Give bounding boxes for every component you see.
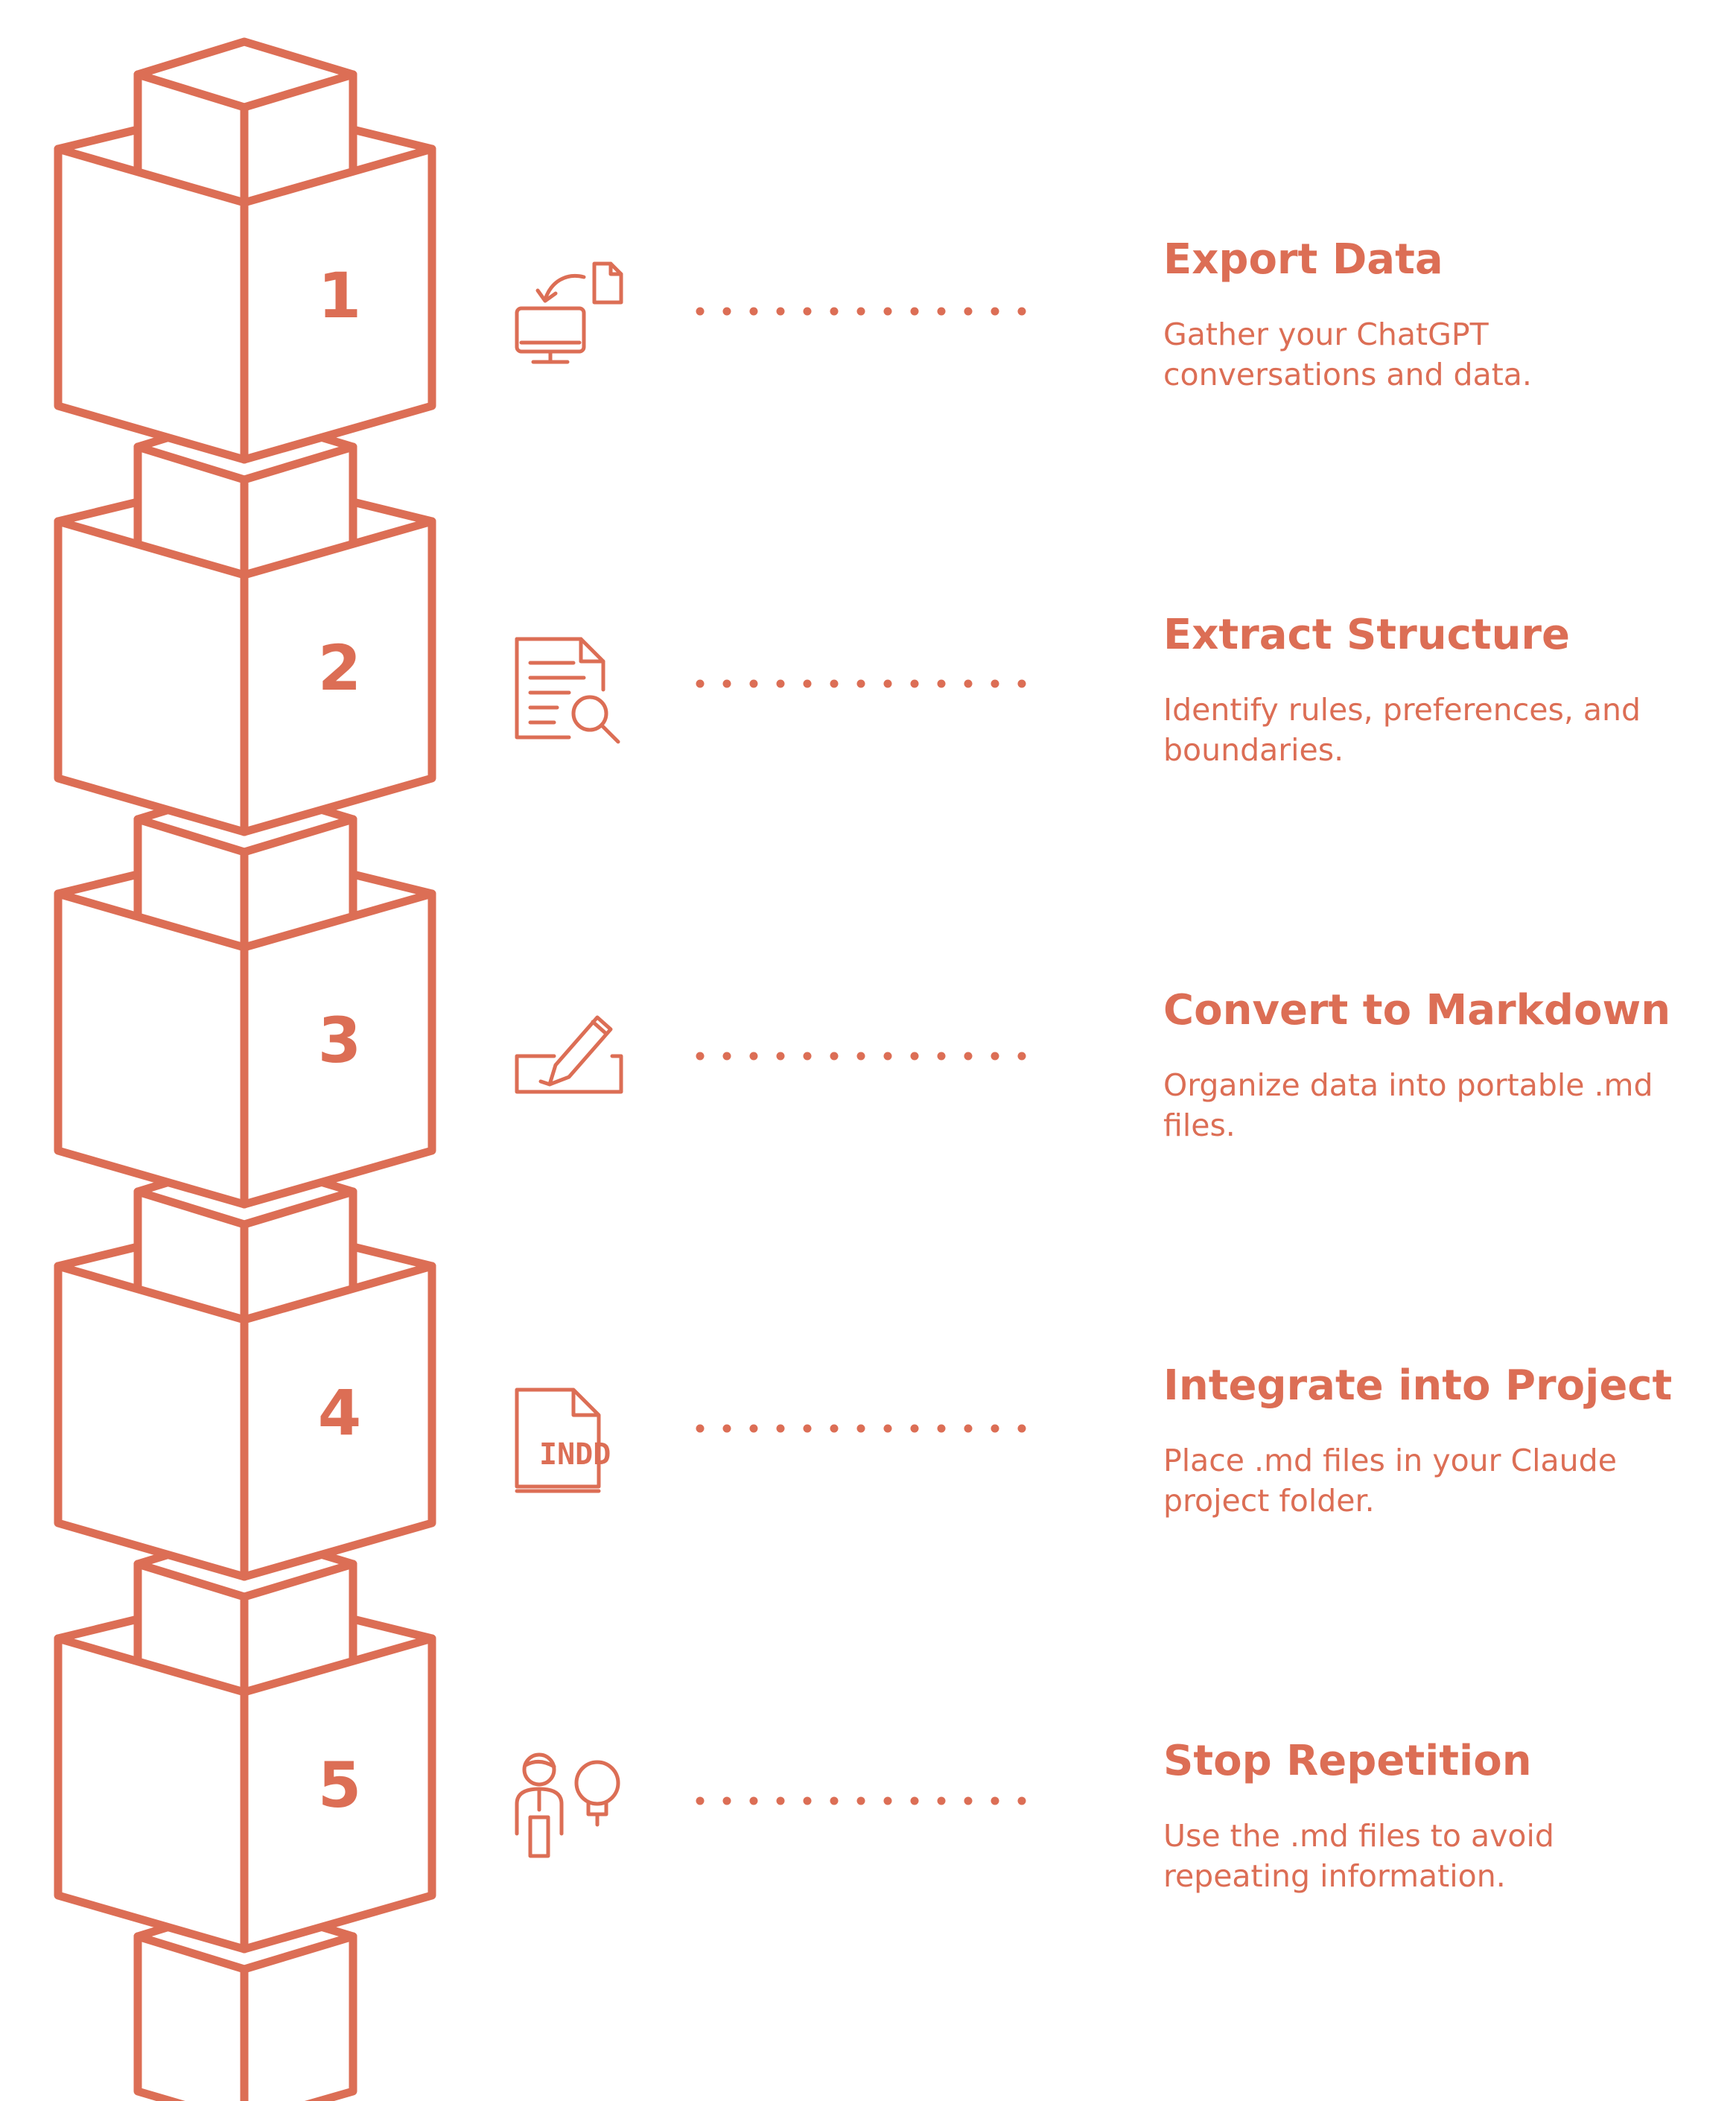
step-2-number: 2 bbox=[318, 632, 361, 705]
step-1-dotted-connector bbox=[696, 307, 1026, 316]
step-4-number: 4 bbox=[318, 1376, 361, 1449]
step-1-block bbox=[54, 125, 436, 464]
step-2-block bbox=[54, 498, 436, 836]
step-2-title: Extract Structure bbox=[1163, 611, 1571, 659]
computer-download-icon bbox=[515, 261, 623, 364]
indd-file-icon: INDD bbox=[515, 1388, 611, 1493]
step-4-block bbox=[54, 1242, 436, 1581]
step-3-number: 3 bbox=[318, 1004, 361, 1077]
step-1-number: 1 bbox=[318, 259, 361, 332]
step-5-title: Stop Repetition bbox=[1163, 1737, 1532, 1785]
step-5-number: 5 bbox=[318, 1749, 361, 1822]
step-4-dotted-connector bbox=[696, 1424, 1026, 1433]
step-2-dotted-connector bbox=[696, 679, 1026, 688]
step-5-description: Use the .md files to avoid repeating inf… bbox=[1163, 1818, 1554, 1894]
document-search-icon bbox=[515, 637, 620, 744]
step-3-dotted-connector bbox=[696, 1052, 1026, 1061]
step-1-description: Gather your ChatGPT conversations and da… bbox=[1163, 317, 1532, 392]
pencil-edit-icon bbox=[515, 1015, 623, 1094]
step-5-block bbox=[54, 1615, 436, 1954]
indd-label: INDD bbox=[539, 1437, 611, 1472]
step-5-dotted-connector bbox=[696, 1796, 1026, 1805]
person-lightbulb-icon bbox=[515, 1752, 620, 1858]
step-3-description: Organize data into portable .md files. bbox=[1163, 1067, 1653, 1143]
step-4-description: Place .md files in your Claude project f… bbox=[1163, 1443, 1617, 1519]
step-2-description: Identify rules, preferences, and boundar… bbox=[1163, 692, 1641, 768]
step-4-title: Integrate into Project bbox=[1163, 1361, 1673, 1410]
step-3-block bbox=[54, 870, 436, 1209]
step-1-title: Export Data bbox=[1163, 235, 1443, 284]
step-3-title: Convert to Markdown bbox=[1163, 986, 1671, 1034]
